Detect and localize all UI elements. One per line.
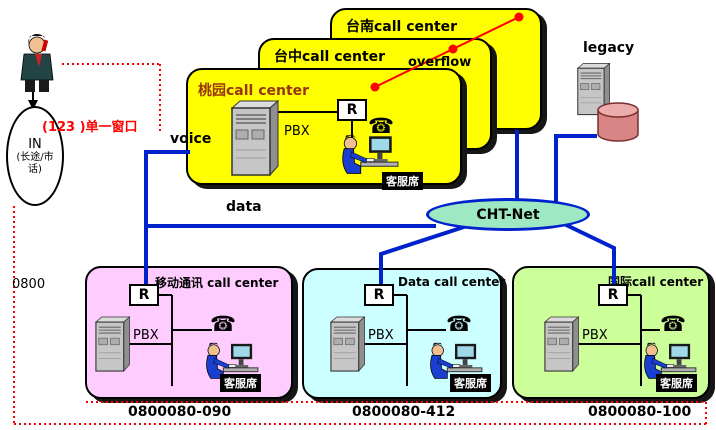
pbx-cabinet-icon [93,314,131,374]
pbx-cabinet-icon [542,314,580,374]
cht-net-label: CHT-Net [476,206,540,223]
route-0800-label: 0800 [12,277,46,292]
pbx-label: PBX [582,328,608,343]
hotline-number: 0800080-090 [128,404,232,420]
route-123-label: (123 )单一窗口 [42,120,138,135]
router-box: R [364,284,394,306]
agent-seat-badge: 客服席 [220,374,261,392]
call-center-tainan-title: 台南call center [346,19,458,35]
router-box: R [337,99,367,121]
router-box: R [598,284,628,306]
agent-seat-badge: 客服席 [382,172,423,190]
legacy-label: legacy [583,40,635,56]
phone-icon: ☎ [210,312,237,336]
call-center-taichung-title: 台中call center [274,49,386,65]
pbx-cabinet-icon [328,314,366,374]
inbound-trunk-title: IN [28,136,42,152]
legacy-database-cylinder-icon [597,102,639,142]
router-label: R [138,287,150,303]
phone-icon: ☎ [368,114,395,138]
phone-icon: ☎ [446,312,473,336]
hotline-number: 0800080-412 [352,404,456,420]
router-label: R [346,102,358,118]
agent-seat-badge: 客服席 [656,374,697,392]
voice-path-label: voice [170,131,212,147]
router-label: R [607,287,619,303]
call-center-data-title: Data call center [398,275,506,289]
data-path-label: data [226,199,262,215]
call-center-mobile-title: 移动通讯 call center [155,276,279,290]
router-box: R [129,284,159,306]
pbx-label: PBX [133,328,159,343]
caller-icon [16,32,64,94]
cht-net-ellipse: CHT-Net [426,198,590,231]
inbound-trunk-oval: IN (长途/市话) [6,106,64,206]
router-label: R [373,287,385,303]
pbx-label: PBX [368,328,394,343]
hotline-number: 0800080-100 [588,404,692,420]
call-center-international-title: 国际call center [608,275,704,289]
inbound-trunk-subtitle: (长途/市话) [16,151,54,175]
pbx-cabinet-icon [228,98,280,178]
phone-icon: ☎ [660,312,687,336]
pbx-label: PBX [284,124,310,139]
call-center-taoyuan-title: 桃园call center [198,83,310,99]
agent-seat-badge: 客服席 [450,374,491,392]
overflow-label: overflow [408,55,472,70]
